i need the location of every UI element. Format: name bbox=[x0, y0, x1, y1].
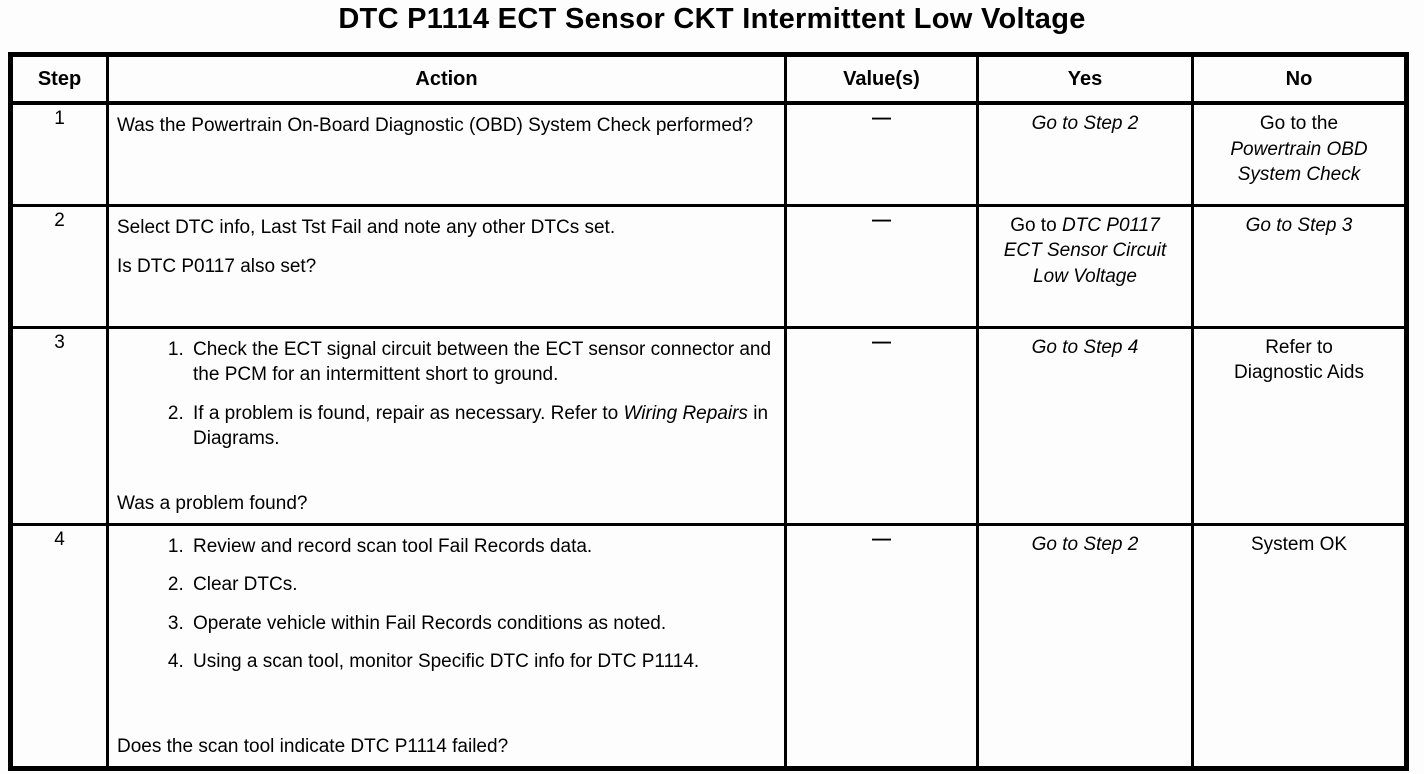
action-list-item: Clear DTCs. bbox=[189, 572, 774, 598]
action-cell: Review and record scan tool Fail Records… bbox=[106, 522, 787, 770]
no-cell: Go to Step 3 bbox=[1191, 203, 1408, 329]
header-no: No bbox=[1191, 53, 1408, 105]
diagnostic-table: Step Action Value(s) Yes No 1 Was the Po… bbox=[8, 52, 1409, 771]
step-number: 2 bbox=[9, 203, 109, 329]
yes-reference: Go to Step 2 bbox=[1031, 533, 1139, 555]
action-list: Check the ECT signal circuit between the… bbox=[117, 337, 774, 466]
header-values: Value(s) bbox=[784, 53, 979, 105]
step-number: 3 bbox=[9, 325, 109, 526]
no-cell: Go to the Powertrain OBD System Check bbox=[1191, 101, 1408, 207]
action-list-item: Operate vehicle within Fail Records cond… bbox=[189, 611, 774, 637]
action-list-item: If a problem is found, repair as necessa… bbox=[189, 401, 774, 452]
step-number: 4 bbox=[9, 522, 109, 770]
action-list-item: Review and record scan tool Fail Records… bbox=[189, 534, 774, 560]
table-row-step-2: 2 Select DTC info, Last Tst Fail and not… bbox=[9, 203, 1408, 329]
yes-cell: Go to Step 2 bbox=[976, 101, 1194, 207]
wiring-repairs-reference: Wiring Repairs bbox=[623, 402, 748, 424]
yes-cell: Go to Step 2 bbox=[976, 522, 1194, 770]
table-row-step-1: 1 Was the Powertrain On-Board Diagnostic… bbox=[9, 101, 1408, 207]
header-step: Step bbox=[9, 53, 109, 105]
no-reference: Refer to Diagnostic Aids bbox=[1234, 336, 1364, 384]
page-title: DTC P1114 ECT Sensor CKT Intermittent Lo… bbox=[338, 3, 1086, 35]
value-dash: — bbox=[784, 101, 979, 207]
no-reference: System OK bbox=[1250, 533, 1348, 555]
value-dash: — bbox=[784, 325, 979, 526]
action-question: Is DTC P0117 also set? bbox=[117, 256, 317, 278]
step-number: 1 bbox=[9, 101, 109, 207]
no-reference-prefix: Go to the bbox=[1259, 113, 1339, 134]
no-reference: Powertrain OBD System Check bbox=[1230, 138, 1368, 186]
action-question: Does the scan tool indicate DTC P1114 fa… bbox=[117, 735, 509, 757]
action-cell: Select DTC info, Last Tst Fail and note … bbox=[106, 203, 787, 329]
value-dash: — bbox=[784, 203, 979, 329]
action-list-item: Using a scan tool, monitor Specific DTC … bbox=[189, 649, 774, 675]
yes-cell: Go to Step 4 bbox=[976, 325, 1194, 526]
action-text: Select DTC info, Last Tst Fail and note … bbox=[117, 216, 616, 238]
no-reference: Go to Step 3 bbox=[1245, 214, 1353, 236]
action-list: Review and record scan tool Fail Records… bbox=[117, 534, 774, 689]
action-cell: Check the ECT signal circuit between the… bbox=[106, 325, 787, 526]
action-cell: Was the Powertrain On-Board Diagnostic (… bbox=[106, 101, 787, 207]
yes-reference: Go to DTC P0117 ECT Sensor Circuit Low V… bbox=[1003, 214, 1167, 287]
no-cell: System OK bbox=[1191, 522, 1408, 770]
yes-reference: Go to Step 4 bbox=[1031, 336, 1139, 358]
no-cell: Refer to Diagnostic Aids bbox=[1191, 325, 1408, 526]
action-text: Was the Powertrain On-Board Diagnostic (… bbox=[117, 115, 754, 136]
yes-cell: Go to DTC P0117 ECT Sensor Circuit Low V… bbox=[976, 203, 1194, 329]
action-question: Was a problem found? bbox=[117, 492, 308, 514]
table-header-row: Step Action Value(s) Yes No bbox=[9, 53, 1408, 105]
table-row-step-3: 3 Check the ECT signal circuit between t… bbox=[9, 325, 1408, 526]
header-action: Action bbox=[106, 53, 787, 105]
header-yes: Yes bbox=[976, 53, 1194, 105]
action-list-item: Check the ECT signal circuit between the… bbox=[189, 337, 774, 388]
table-row-step-4: 4 Review and record scan tool Fail Recor… bbox=[9, 522, 1408, 770]
yes-reference: Go to Step 2 bbox=[1031, 113, 1139, 134]
value-dash: — bbox=[784, 522, 979, 770]
